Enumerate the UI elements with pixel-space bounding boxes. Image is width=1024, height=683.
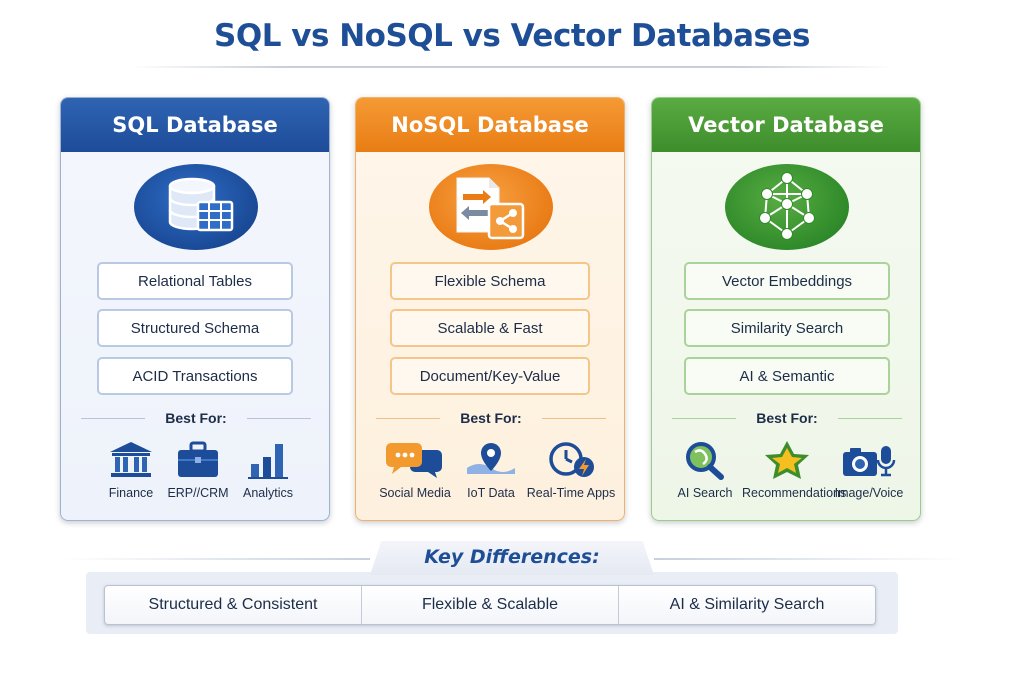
usecase-label: Recommendations — [742, 486, 847, 500]
usecase-label: Analytics — [242, 486, 294, 500]
usecase-label: Finance — [108, 486, 154, 500]
feature-scalable-fast: Scalable & Fast — [390, 309, 590, 347]
key-differences-rule-right — [654, 558, 964, 560]
difference-vector: AI & Similarity Search — [618, 586, 875, 624]
chat-bubbles-icon — [386, 443, 442, 478]
nosql-database-card: NoSQL Database Flexible Schema Scalable … — [355, 97, 625, 521]
usecase-label: IoT Data — [467, 486, 515, 500]
usecase-erp-crm: ERP//CRM — [153, 440, 243, 510]
usecase-image-voice: Image/Voice — [824, 440, 914, 510]
title-divider — [130, 66, 894, 68]
clock-bolt-icon — [549, 442, 594, 477]
key-differences-strip: Structured & Consistent Flexible & Scala… — [104, 585, 876, 625]
usecase-label: Real-Time Apps — [526, 486, 616, 500]
document-share-icon — [429, 164, 553, 250]
usecase-ai-search: AI Search — [660, 440, 750, 510]
star-icon — [765, 441, 809, 479]
bar-chart-icon — [248, 444, 288, 479]
usecase-real-time-apps: Real-Time Apps — [526, 440, 616, 510]
usecase-finance: Finance — [86, 440, 176, 510]
usecase-recommendations: Recommendations — [742, 440, 847, 510]
usecase-label: Social Media — [379, 486, 451, 500]
best-for-divider: Best For: — [672, 410, 902, 426]
best-for-label: Best For: — [460, 410, 522, 426]
sql-card-header: SQL Database — [61, 98, 329, 152]
database-table-icon — [134, 164, 258, 250]
feature-document-key-value: Document/Key-Value — [390, 357, 590, 395]
difference-nosql: Flexible & Scalable — [361, 586, 618, 624]
network-graph-icon — [725, 164, 849, 250]
usecase-iot-data: IoT Data — [446, 440, 536, 510]
usecase-analytics: Analytics — [223, 440, 313, 510]
page-title: SQL vs NoSQL vs Vector Databases — [214, 18, 810, 54]
best-for-divider: Best For: — [81, 410, 311, 426]
key-differences-rule-left — [60, 558, 370, 560]
sql-database-card: SQL Database Relational Tables Structure… — [60, 97, 330, 521]
feature-acid-transactions: ACID Transactions — [97, 357, 293, 395]
feature-structured-schema: Structured Schema — [97, 309, 293, 347]
map-pin-icon — [467, 443, 515, 474]
nosql-card-header: NoSQL Database — [356, 98, 624, 152]
key-differences-heading: Key Differences: — [424, 546, 600, 568]
usecase-label: ERP//CRM — [167, 486, 229, 500]
key-differences-tab — [370, 541, 654, 575]
briefcase-icon — [178, 441, 218, 477]
magnifier-icon — [686, 442, 724, 480]
difference-sql: Structured & Consistent — [148, 596, 318, 613]
best-for-label: Best For: — [756, 410, 818, 426]
usecase-social-media: Social Media — [370, 440, 460, 510]
feature-vector-embeddings: Vector Embeddings — [684, 262, 890, 300]
best-for-label: Best For: — [165, 410, 227, 426]
usecase-label: AI Search — [677, 486, 733, 500]
usecase-label: Image/Voice — [834, 486, 904, 500]
feature-relational-tables: Relational Tables — [97, 262, 293, 300]
vector-card-header: Vector Database — [652, 98, 920, 152]
best-for-divider: Best For: — [376, 410, 606, 426]
camera-mic-icon — [843, 446, 896, 477]
feature-similarity-search: Similarity Search — [684, 309, 890, 347]
vector-database-card: Vector Database Vector Embeddings Simila… — [651, 97, 921, 521]
feature-ai-semantic: AI & Semantic — [684, 357, 890, 395]
bank-icon — [110, 442, 152, 477]
feature-flexible-schema: Flexible Schema — [390, 262, 590, 300]
